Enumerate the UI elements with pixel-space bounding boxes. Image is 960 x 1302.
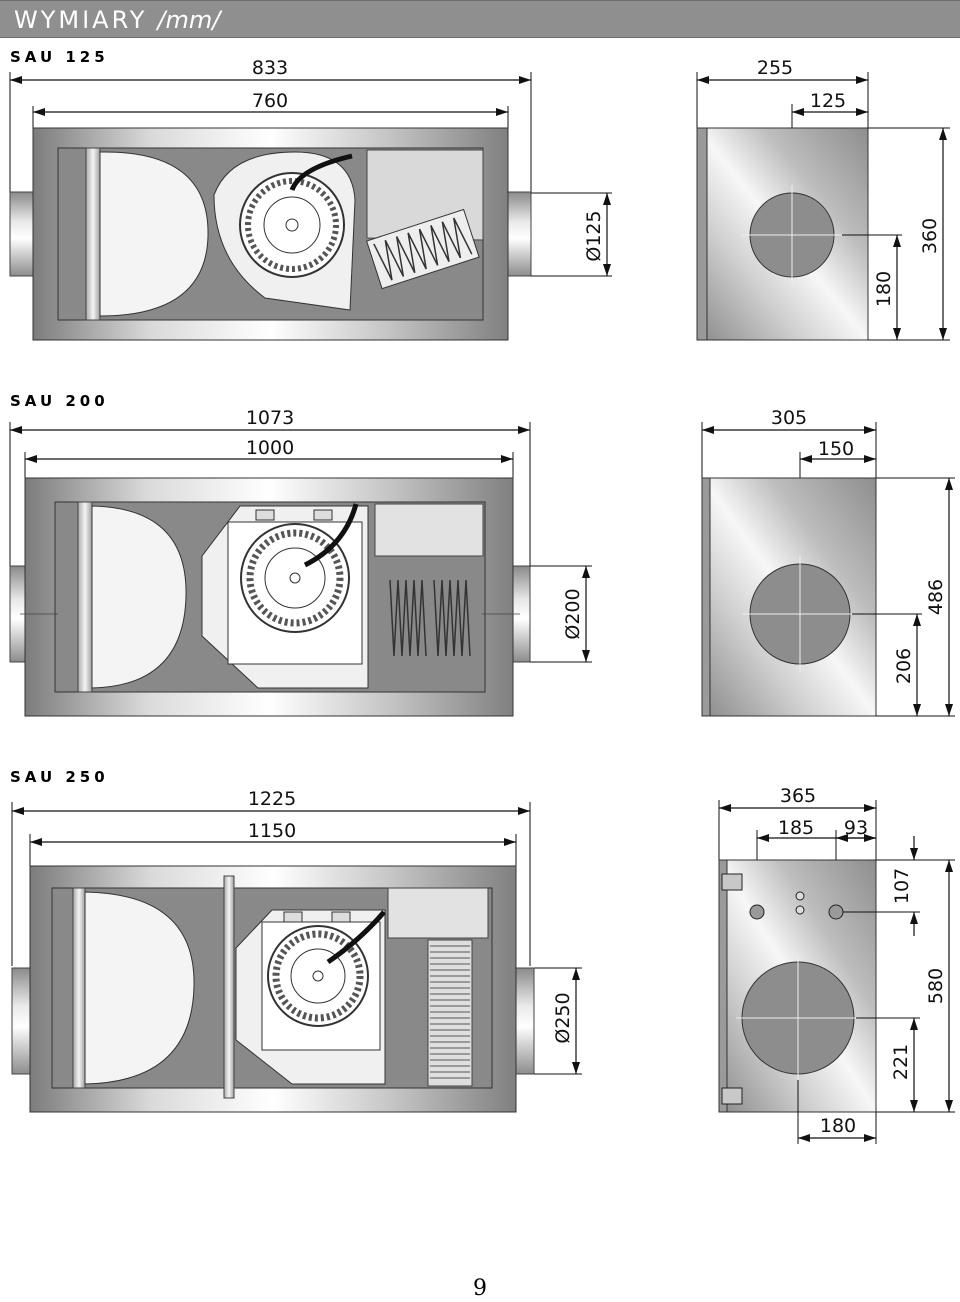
sau200-front-view: 1073 1000 Ø200 — [9, 407, 592, 717]
heater-housing — [387, 887, 489, 939]
sau125-side-view: 255 125 180 360 — [696, 57, 950, 341]
dim-outlet-offset: 125 — [810, 90, 846, 112]
latch-bottom — [721, 1087, 743, 1105]
sau200-side-view: 305 150 206 486 — [701, 407, 955, 717]
divider-panel — [223, 875, 235, 1099]
side-flange — [696, 127, 708, 341]
dim-overall-length: 1225 — [248, 788, 296, 810]
dim-outlet-offset: 150 — [818, 438, 854, 460]
model-label-sau125: SAU 125 — [10, 48, 109, 66]
dim-height: 360 — [919, 218, 941, 254]
heater-coil — [365, 208, 480, 290]
sau250-side-view: 365 185 93 107 580 221 180 — [718, 785, 955, 1144]
dim-duct-diameter: Ø200 — [562, 588, 584, 639]
small-port — [795, 891, 805, 901]
fan-assembly — [213, 151, 356, 311]
connection-port — [749, 904, 765, 920]
dim-overall-length: 833 — [252, 57, 288, 79]
dim-conn-spacing: 93 — [844, 817, 868, 839]
dim-body-length: 1000 — [246, 437, 294, 459]
dim-outlet-height: 206 — [893, 648, 915, 684]
filter — [84, 891, 195, 1085]
model-label-sau200: SAU 200 — [10, 392, 109, 410]
small-port — [795, 905, 805, 915]
side-flange — [701, 477, 711, 717]
power-cable — [303, 503, 359, 568]
heater-coil — [427, 939, 473, 1087]
heater-coil — [389, 579, 471, 657]
dim-duct-diameter: Ø250 — [552, 992, 574, 1043]
heater-fins — [430, 945, 470, 1079]
model-label-sau250: SAU 250 — [10, 768, 109, 786]
dim-side-width: 255 — [757, 57, 793, 79]
dim-height: 486 — [925, 579, 947, 615]
filter-frame — [72, 887, 86, 1089]
connection-port — [828, 904, 844, 920]
side-flange — [718, 859, 728, 1113]
latch-top — [721, 873, 743, 891]
unit-text: /mm/ — [157, 6, 221, 34]
heater-housing — [374, 503, 484, 557]
page-title: WYMIARY/mm/ — [14, 6, 220, 34]
dim-overall-length: 1073 — [246, 407, 294, 429]
dim-body-length: 1150 — [248, 820, 296, 842]
fan-assembly — [201, 503, 369, 689]
dim-conn-offset: 185 — [778, 817, 814, 839]
page-header: WYMIARY/mm/ — [0, 0, 960, 38]
dim-duct-diameter: Ø125 — [583, 210, 605, 261]
filter — [99, 151, 209, 317]
power-cable — [289, 153, 353, 192]
dim-body-length: 760 — [252, 90, 288, 112]
filter-frame — [85, 147, 101, 321]
dim-outlet-height: 180 — [873, 271, 895, 307]
sau125-front-view: 833 760 Ø125 — [9, 57, 612, 341]
dim-side-width: 365 — [780, 785, 816, 807]
dim-outlet-offset: 180 — [820, 1115, 856, 1137]
filter-frame — [77, 501, 93, 693]
filter — [91, 505, 187, 689]
power-cable — [326, 910, 386, 965]
sau250-front-view: 1225 1150 Ø250 — [11, 788, 582, 1113]
dim-conn-height: 107 — [891, 868, 913, 904]
dim-side-width: 305 — [771, 407, 807, 429]
fan-assembly — [235, 909, 386, 1085]
title-text: WYMIARY — [14, 6, 148, 34]
page-number: 9 — [473, 1276, 487, 1301]
dim-height: 580 — [925, 968, 947, 1004]
dim-outlet-height: 221 — [890, 1044, 912, 1080]
